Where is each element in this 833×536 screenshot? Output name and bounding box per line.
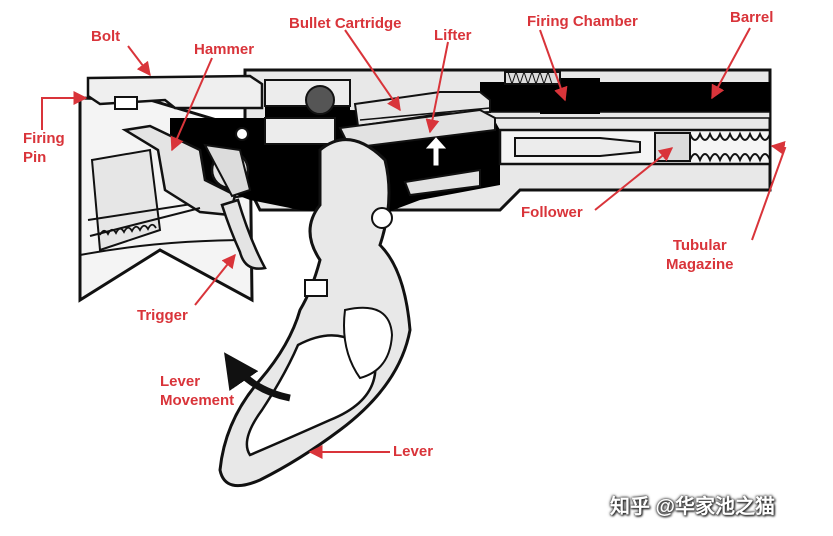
- label-lever-movement-line2: Movement: [160, 392, 235, 409]
- hammer: [89, 124, 252, 237]
- watermark: 知乎 @华家池之猫: [610, 496, 776, 518]
- label-lever-movement: Lever Movement: [160, 372, 234, 410]
- label-firing-pin: Firing Pin: [23, 129, 65, 167]
- label-trigger: Trigger: [137, 307, 188, 324]
- label-firing-pin-line1: Firing: [23, 130, 65, 147]
- label-follower: Follower: [521, 204, 583, 221]
- bolt: [86, 74, 351, 145]
- label-tubular-magazine-line1: Tubular: [672, 237, 727, 254]
- label-hammer: Hammer: [194, 41, 255, 58]
- lever-movement-arrow: [224, 352, 291, 402]
- tubular-magazine: [498, 128, 772, 166]
- label-firing-chamber: Firing Chamber: [527, 13, 638, 30]
- lever: [218, 138, 412, 488]
- label-firing-pin-line2: Pin: [23, 149, 47, 166]
- label-bullet-cartridge: Bullet Cartridge: [289, 15, 402, 32]
- label-lever: Lever: [393, 443, 434, 460]
- label-tubular-magazine-line2: Magazine: [666, 256, 734, 273]
- callout-lines: [41, 27, 787, 459]
- label-lifter: Lifter: [434, 27, 472, 44]
- label-lever-movement-line1: Lever: [160, 373, 201, 390]
- label-barrel: Barrel: [730, 9, 774, 26]
- label-bolt: Bolt: [91, 28, 121, 45]
- trigger: [220, 198, 267, 270]
- label-tubular-magazine: Tubular Magazine: [666, 236, 734, 274]
